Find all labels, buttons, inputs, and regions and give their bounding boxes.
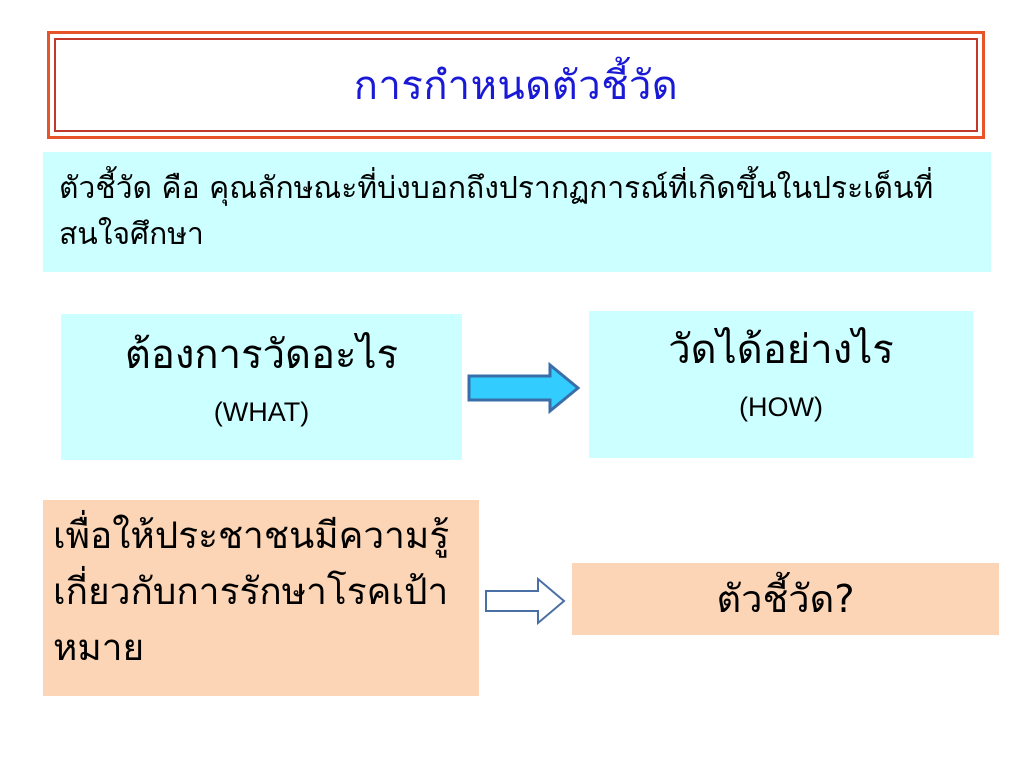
purpose-box: เพื่อให้ประชาชนมีความรู้เกี่ยวกับการรักษ… <box>43 500 479 696</box>
what-label: (WHAT) <box>213 397 310 427</box>
slide-title: การกำหนดตัวชี้วัด <box>353 63 679 109</box>
title-inner-border: การกำหนดตัวชี้วัด <box>54 38 978 132</box>
definition-box: ตัวชี้วัด คือ คุณลักษณะที่บ่งบอกถึงปรากฏ… <box>43 152 991 272</box>
indicator-box: ตัวชี้วัด? <box>572 563 999 635</box>
purpose-text: เพื่อให้ประชาชนมีความรู้เกี่ยวกับการรักษ… <box>53 514 450 669</box>
how-box: วัดได้อย่างไร (HOW) <box>589 311 973 458</box>
title-frame: การกำหนดตัวชี้วัด <box>47 31 985 139</box>
how-question: วัดได้อย่างไร <box>668 327 894 373</box>
how-label: (HOW) <box>739 392 823 422</box>
definition-text: ตัวชี้วัด คือ คุณลักษณะที่บ่งบอกถึงปรากฏ… <box>59 171 934 252</box>
right-arrow-filled-icon <box>467 362 581 414</box>
right-arrow-outline-icon <box>485 576 566 626</box>
indicator-text: ตัวชี้วัด? <box>716 577 855 621</box>
what-question: ต้องการวัดอะไร <box>124 332 399 378</box>
what-box: ต้องการวัดอะไร (WHAT) <box>61 314 462 460</box>
